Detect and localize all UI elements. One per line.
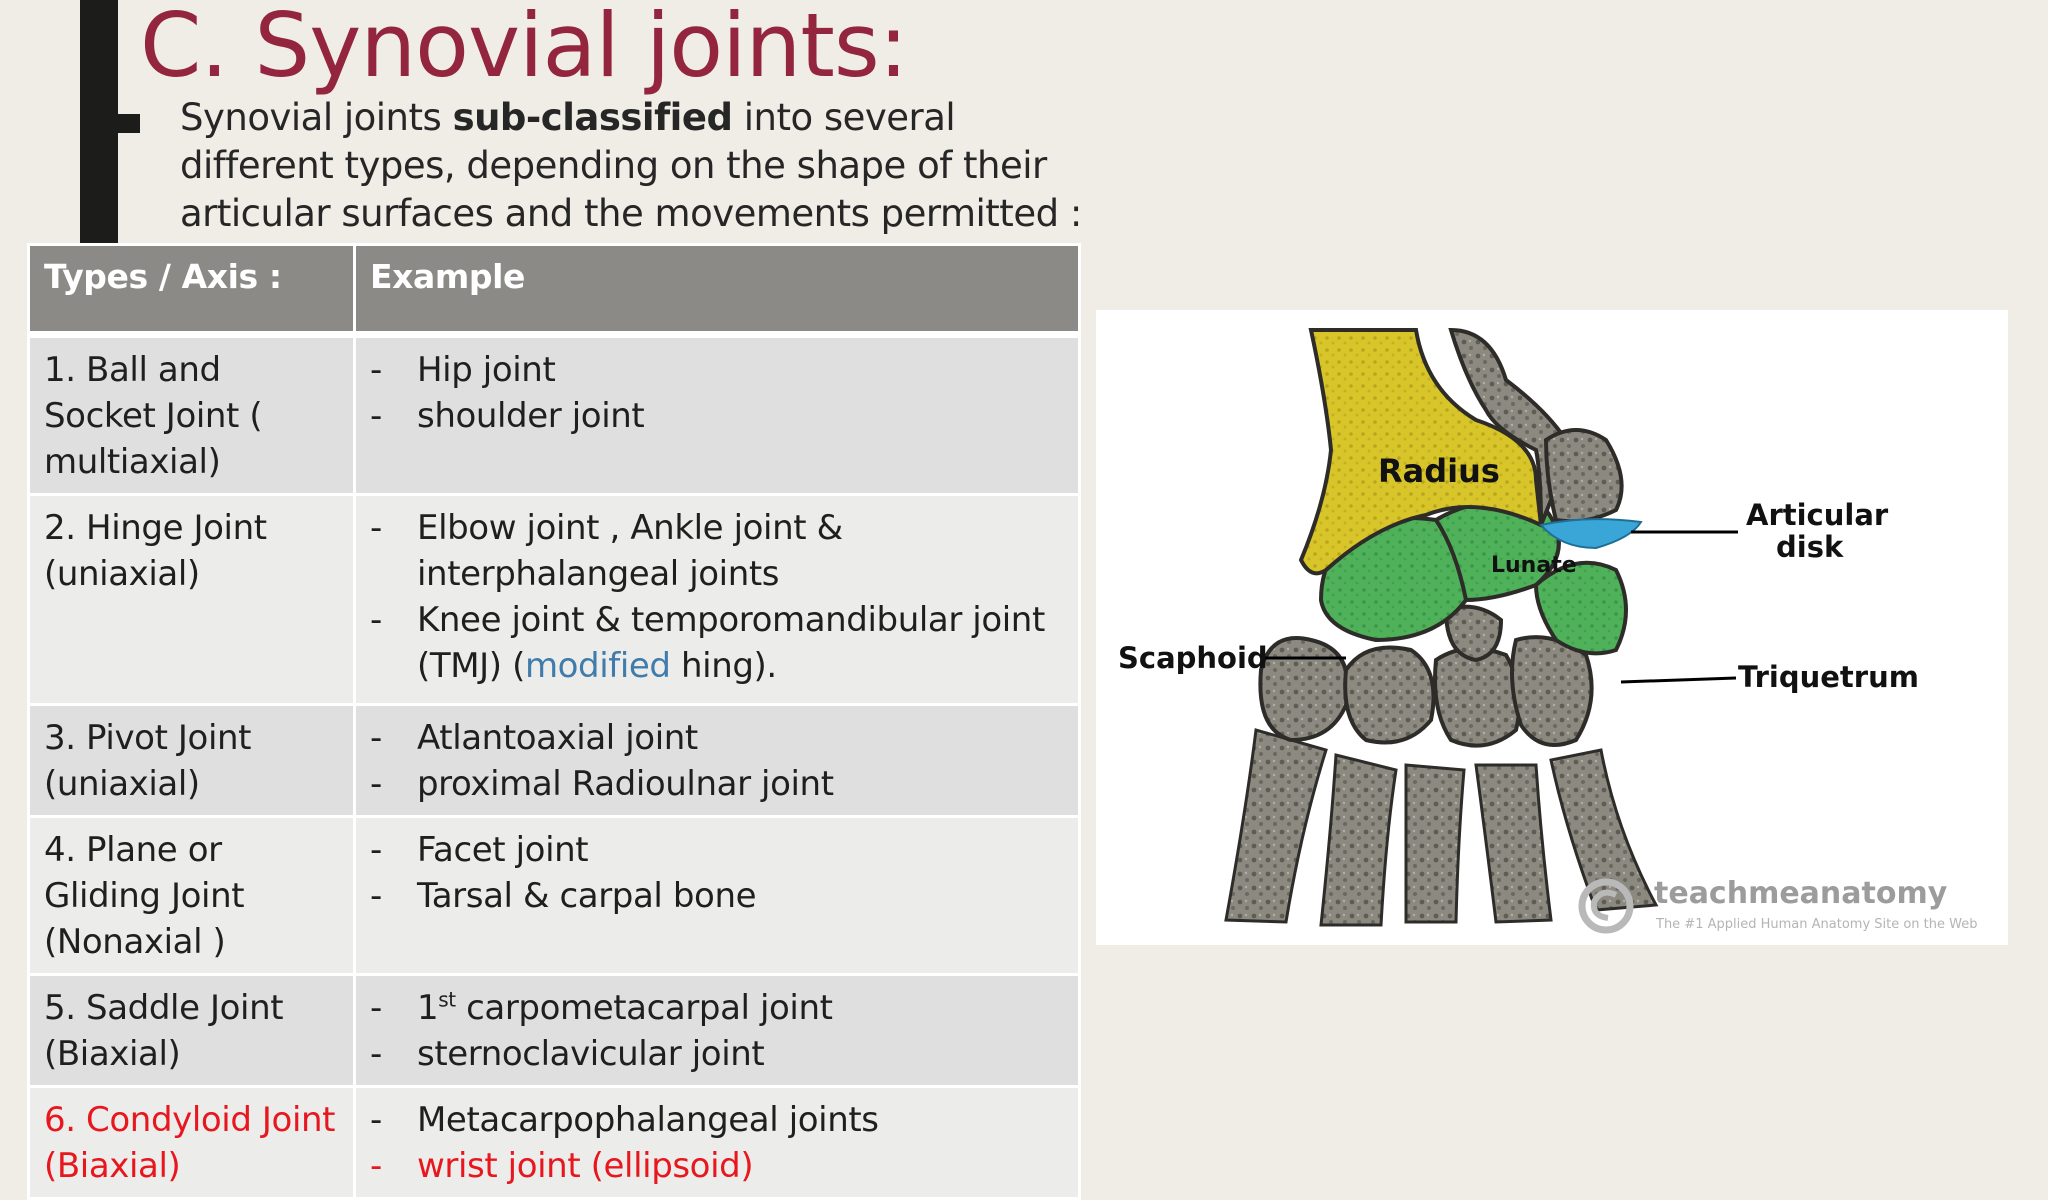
header-types: Types / Axis : <box>27 243 356 338</box>
header-example: Example <box>353 243 1081 338</box>
label-lunate: Lunate <box>1491 553 1577 578</box>
joint-type-cell: 3. Pivot Joint (uniaxial) <box>27 703 356 818</box>
table-row: 4. Plane or Gliding Joint (Nonaxial ) -F… <box>27 815 1081 976</box>
label-articular-disk-line2: disk <box>1776 530 1844 564</box>
bullet-marker <box>118 114 140 133</box>
label-leaders <box>1264 530 1738 684</box>
modified-word: modified <box>524 646 671 686</box>
joint-type-cell: 2. Hinge Joint (uniaxial) <box>27 493 356 706</box>
radius-and-ulna <box>1298 327 1624 576</box>
left-accent-bar-top <box>80 0 118 243</box>
example-cell: -Facet joint -Tarsal & carpal bone <box>353 815 1081 976</box>
label-radius: Radius <box>1378 452 1500 490</box>
slide-title: C. Synovial joints: <box>140 0 908 97</box>
table-row: 2. Hinge Joint (uniaxial) -Elbow joint ,… <box>27 493 1081 706</box>
example-cell: -Metacarpophalangeal joints -wrist joint… <box>353 1085 1081 1200</box>
label-triquetrum: Triquetrum <box>1738 660 1919 694</box>
joint-type-cell: 5. Saddle Joint (Biaxial) <box>27 973 356 1088</box>
copyright-icon <box>1578 878 1634 934</box>
joint-types-table: Types / Axis : Example 1. Ball and Socke… <box>27 243 1081 1200</box>
intro-emphasis: sub-classified <box>452 96 733 139</box>
table-row: 3. Pivot Joint (uniaxial) -Atlantoaxial … <box>27 703 1081 818</box>
watermark-text: teachmeanatomy <box>1654 876 1948 911</box>
carpal-bones <box>1258 604 1594 748</box>
intro-paragraph: Synovial joints sub-classified into seve… <box>180 96 1082 235</box>
label-scaphoid: Scaphoid <box>1118 641 1268 675</box>
table-row: 6. Condyloid Joint (Biaxial) -Metacarpop… <box>27 1085 1081 1200</box>
table-header-row: Types / Axis : Example <box>27 243 1081 338</box>
wrist-anatomy-figure: Radius Lunate Articular disk Scaphoid Tr… <box>1096 310 2008 945</box>
example-cell: -Atlantoaxial joint -proximal Radioulnar… <box>353 703 1081 818</box>
metacarpal-bones <box>1224 728 1659 927</box>
proximal-carpal-row <box>1318 500 1628 656</box>
table-row: 5. Saddle Joint (Biaxial) -1st carpometa… <box>27 973 1081 1088</box>
label-articular-disk-line1: Articular <box>1746 498 1889 532</box>
example-cell: -1st carpometacarpal joint -sternoclavic… <box>353 973 1081 1088</box>
wrist-illustration: Radius Lunate Articular disk Scaphoid Tr… <box>1118 327 1978 934</box>
example-cell: -Elbow joint , Ankle joint & interphalan… <box>353 493 1081 706</box>
example-cell: -Hip joint -shoulder joint <box>353 333 1081 496</box>
table-row: 1. Ball and Socket Joint ( multiaxial) -… <box>27 333 1081 496</box>
joint-type-cell-highlighted: 6. Condyloid Joint (Biaxial) <box>27 1085 356 1200</box>
joint-type-cell: 4. Plane or Gliding Joint (Nonaxial ) <box>27 815 356 976</box>
watermark-subtext: The #1 Applied Human Anatomy Site on the… <box>1655 917 1978 932</box>
joint-type-cell: 1. Ball and Socket Joint ( multiaxial) <box>27 333 356 496</box>
